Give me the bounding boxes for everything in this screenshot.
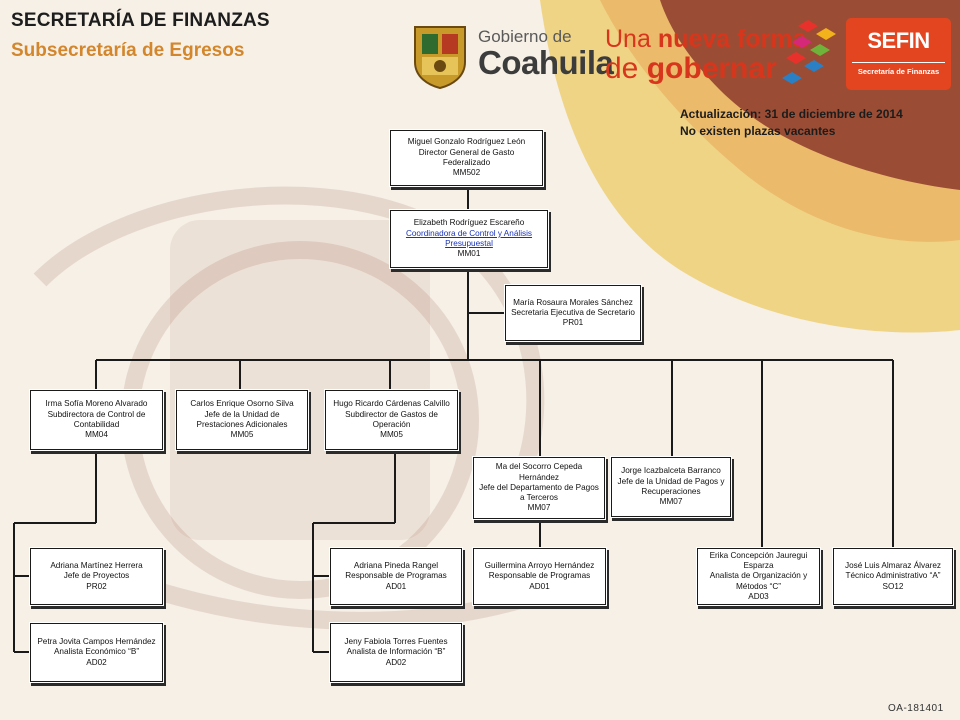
position-code: PR02 (86, 581, 107, 591)
slogan-part-2a: de (605, 52, 647, 85)
org-box-analista-informacion: Jeny Fabiola Torres Fuentes Analista de … (330, 623, 462, 682)
person-name: María Rosaura Morales Sánchez (513, 297, 633, 307)
person-name: Hugo Ricardo Cárdenas Calvillo (333, 399, 450, 409)
org-box-analista-economico: Petra Jovita Campos Hernández Analista E… (30, 623, 163, 682)
org-box-coordinadora: Elizabeth Rodríguez Escareño Coordinador… (390, 210, 548, 268)
person-name: Carlos Enrique Osorno Silva (190, 399, 294, 409)
position-code: MM01 (457, 249, 481, 259)
position-code: AD01 (529, 581, 550, 591)
position-code: MM05 (230, 430, 254, 440)
person-position: Jefe de Proyectos (63, 571, 130, 581)
logo-line-gobierno: Gobierno de (478, 27, 572, 46)
update-note: Actualización: 31 de diciembre de 2014 N… (680, 106, 903, 140)
person-position: Jefe de la Unidad de Pagos y Recuperacio… (617, 476, 725, 496)
person-name: Elizabeth Rodríguez Escareño (413, 218, 525, 228)
sefin-divider (852, 62, 945, 63)
position-link[interactable]: Coordinadora de Control y Análisis Presu… (405, 228, 533, 248)
org-box-jefe-prestaciones: Carlos Enrique Osorno Silva Jefe de la U… (176, 390, 308, 450)
sefin-logo-subtext: Secretaría de Finanzas (857, 67, 940, 76)
position-code: AD03 (748, 591, 769, 601)
org-box-secretaria-ejecutiva: María Rosaura Morales Sánchez Secretaria… (505, 285, 641, 341)
person-position: Analista Económico “B” (53, 647, 140, 657)
person-position: Subdirectora de Control de Contabilidad (47, 409, 146, 429)
person-name: Petra Jovita Campos Hernández (37, 637, 156, 647)
org-box-responsable-programas-1: Adriana Pineda Rangel Responsable de Pro… (330, 548, 462, 605)
page-title: SECRETARÍA DE FINANZAS (11, 10, 270, 31)
position-code: SO12 (882, 581, 904, 591)
person-position: Jefe del Departamento de Pagos a Tercero… (479, 482, 599, 503)
person-name: Erika Concepción Jauregui Esparza (709, 550, 808, 571)
person-position: Subdirector de Gastos de Operación (345, 409, 438, 429)
sefin-logo-text: SEFIN (867, 28, 930, 53)
document-code: OA-181401 (888, 703, 944, 714)
person-name: Ma del Socorro Cepeda Hernández (495, 462, 583, 482)
slogan-logo: Una nueva forma de gobernar (605, 25, 806, 85)
person-name: Jeny Fabiola Torres Fuentes (344, 637, 448, 647)
person-name: Jorge Icazbalceta Barranco (621, 466, 721, 476)
vacancy-note: No existen plazas vacantes (680, 124, 836, 138)
position-code: MM04 (85, 430, 108, 440)
person-position: Secretaria Ejecutiva de Secretario (511, 307, 635, 317)
person-name: Guillermina Arroyo Hernández (484, 561, 595, 571)
org-box-jefe-pagos-terceros: Ma del Socorro Cepeda Hernández Jefe del… (473, 457, 605, 519)
person-name: Adriana Martínez Herrera (50, 561, 143, 571)
person-name: Irma Sofía Moreno Alvarado (45, 399, 148, 409)
position-code: AD02 (86, 657, 107, 667)
position-code: AD02 (385, 657, 407, 667)
position-code: MM05 (380, 430, 403, 440)
coat-of-arms-logo (414, 26, 466, 90)
colored-diamonds-icon (782, 20, 836, 84)
person-position: Responsable de Programas (345, 571, 447, 581)
person-position: Analista de Organización y Métodos “C” (709, 571, 808, 591)
position-code: MM502 (452, 168, 481, 178)
position-code: AD01 (385, 581, 407, 591)
page-subtitle: Subsecretaría de Egresos (11, 40, 245, 61)
gobierno-coahuila-logo: Gobierno de Coahuila (478, 27, 614, 81)
org-box-subdirector-gastos: Hugo Ricardo Cárdenas Calvillo Subdirect… (325, 390, 458, 450)
person-position: Analista de Información “B” (346, 647, 446, 657)
slogan-part-2b: gobernar (646, 52, 777, 85)
person-name: José Luis Almaraz Álvarez (844, 561, 941, 571)
sefin-logo: SEFIN Secretaría de Finanzas (846, 18, 951, 90)
update-date: Actualización: 31 de diciembre de 2014 (680, 107, 903, 121)
position-code: MM07 (527, 503, 551, 513)
position-code: PR01 (562, 318, 584, 328)
slogan-part-1a: Una (605, 25, 658, 53)
person-position: Responsable de Programas (488, 571, 591, 581)
org-box-tecnico-administrativo: José Luis Almaraz Álvarez Técnico Admini… (833, 548, 953, 605)
person-position: Director General de Gasto Federalizado (418, 147, 515, 167)
person-position: Técnico Administrativo “A” (845, 571, 941, 581)
org-box-jefe-pagos-recuperaciones: Jorge Icazbalceta Barranco Jefe de la Un… (611, 457, 731, 517)
org-box-director-general: Miguel Gonzalo Rodríguez León Director G… (390, 130, 543, 186)
position-code: MM07 (659, 497, 683, 507)
org-box-analista-organizacion: Erika Concepción Jauregui Esparza Analis… (697, 548, 820, 605)
person-name: Adriana Pineda Rangel (353, 561, 439, 571)
org-box-jefe-proyectos: Adriana Martínez Herrera Jefe de Proyect… (30, 548, 163, 605)
person-position: Jefe de la Unidad de Prestaciones Adicio… (196, 409, 288, 429)
slogan-part-1b: nueva forma (657, 25, 807, 53)
org-box-subdirectora-contabilidad: Irma Sofía Moreno Alvarado Subdirectora … (30, 390, 163, 450)
person-name: Miguel Gonzalo Rodríguez León (407, 137, 526, 147)
logo-line-coahuila: Coahuila (478, 44, 614, 81)
org-box-responsable-programas-2: Guillermina Arroyo Hernández Responsable… (473, 548, 606, 605)
